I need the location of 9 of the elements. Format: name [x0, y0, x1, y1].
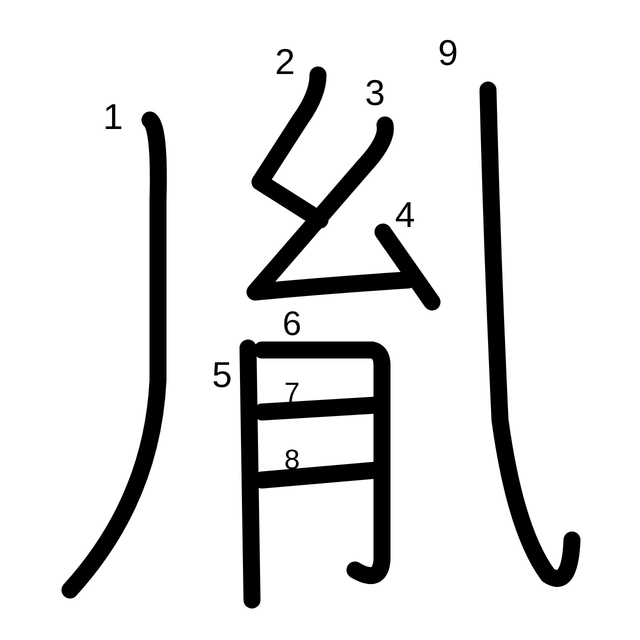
stroke-number: 4 [394, 197, 416, 233]
stroke-number: 9 [438, 35, 458, 71]
stroke-number: 5 [212, 357, 232, 393]
stroke-number: 2 [274, 44, 296, 80]
stroke-number: 8 [284, 446, 300, 474]
stroke-number: 6 [282, 307, 302, 341]
stroke-number: 3 [364, 75, 386, 111]
stroke-number: 1 [102, 99, 124, 135]
stroke-number: 7 [284, 379, 300, 407]
